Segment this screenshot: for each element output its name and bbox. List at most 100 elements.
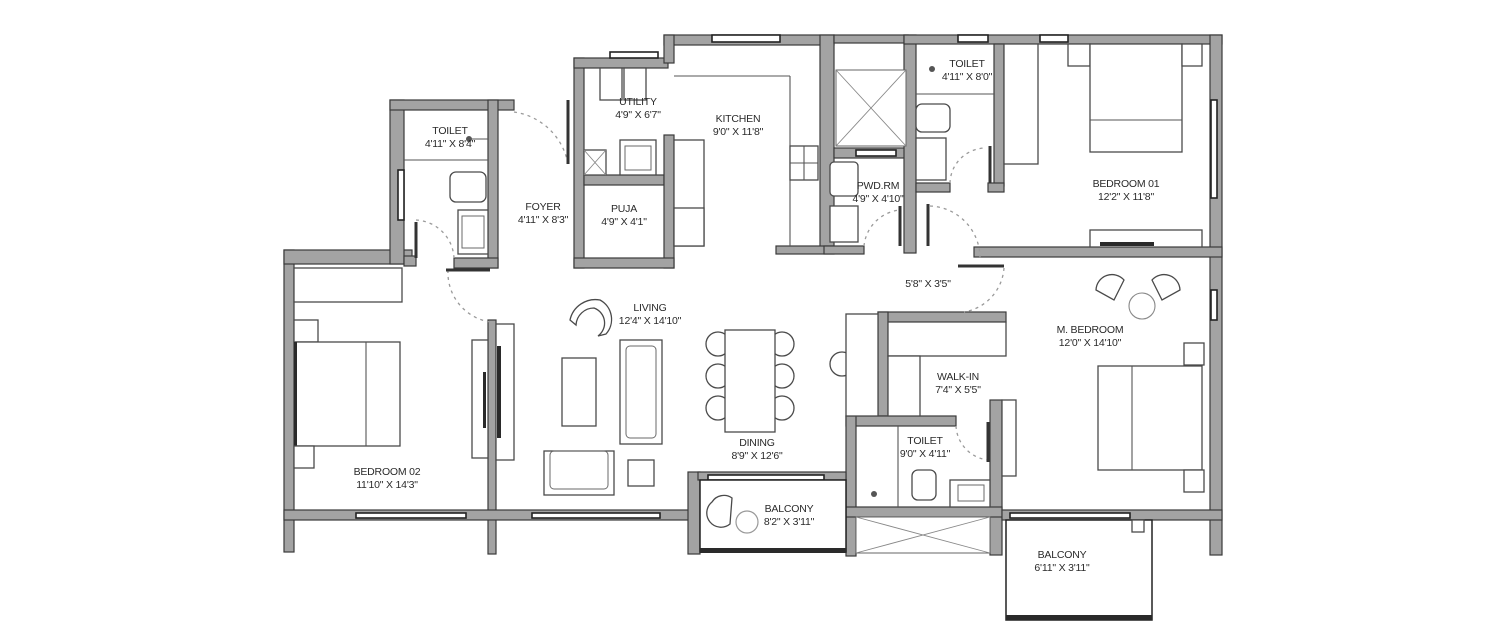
basin-foyer-toilet: [457, 209, 489, 255]
room-name: KITCHEN: [715, 113, 761, 125]
window-living: [531, 512, 661, 519]
window-bed02: [355, 512, 467, 519]
room-label-toilet-master: TOILET 9'0" X 4'11": [899, 435, 951, 461]
balcony-dining-railing: [700, 548, 846, 553]
room-label-pwd-rm: PWD.RM 4'9" X 4'10": [852, 180, 903, 206]
room-label-balcony-master: BALCONY 6'11" X 3'11": [1034, 549, 1089, 575]
wc-master: [911, 469, 937, 501]
window-mbed-side: [1210, 289, 1218, 321]
room-name: PWD.RM: [856, 180, 900, 192]
room-name: TOILET: [907, 435, 943, 447]
room-dimension: 4'11" X 8'3": [517, 214, 569, 226]
room-label-walkin: WALK-IN 7'4" X 5'5": [935, 371, 981, 397]
walkin-wardrobe-top: [887, 321, 1007, 357]
room-dimension: 5'8" X 3'5": [905, 278, 951, 290]
room-label-living: LIVING 12'4" X 14'10": [618, 302, 682, 328]
room-dimension: 4'9" X 4'10": [852, 193, 904, 205]
room-name: M. BEDROOM: [1056, 324, 1124, 336]
window-utility: [609, 51, 659, 59]
wall-balcony-left: [687, 471, 701, 555]
room-dimension: 4'9" X 4'1": [601, 216, 647, 228]
wall-shaft-top: [833, 34, 909, 44]
room-label-bedroom02: BEDROOM 02 11'10" X 14'3": [354, 466, 421, 492]
wall-puja-bottom: [573, 257, 675, 269]
window-toilet-bed01: [957, 34, 989, 43]
coffee-table: [561, 357, 597, 427]
windows: [355, 34, 1218, 519]
room-dimension: 7'4" X 5'5": [935, 384, 981, 396]
window-pwd: [855, 149, 897, 157]
room-name: WALK-IN: [937, 371, 979, 383]
bed-bed01: [1089, 43, 1183, 153]
room-name: BEDROOM 01: [1092, 178, 1160, 190]
side-table-bed02-top: [293, 319, 319, 343]
wall-bed01-bottom: [973, 246, 1223, 258]
side-table-bed01-right: [1181, 43, 1203, 67]
room-name: BEDROOM 02: [353, 466, 421, 478]
tv-unit-bed02: [471, 339, 489, 459]
balcony-master-railing: [1006, 615, 1152, 620]
room-label-passage: 5'8" X 3'5": [905, 278, 951, 291]
window-kitchen: [711, 34, 781, 43]
room-dimension: 12'4" X 14'10": [618, 315, 682, 327]
room-name: BALCONY: [764, 503, 814, 515]
wall-foyer-toilet-bottom-b: [453, 257, 499, 269]
wc-toilet-bed01: [915, 103, 951, 133]
wall-pwd-bottom: [823, 245, 865, 255]
room-name: BALCONY: [1037, 549, 1087, 561]
wall-foyer-toilet-bottom-a: [403, 255, 417, 267]
bed-mbed: [1097, 365, 1203, 471]
side-table-mbed-bottom: [1183, 469, 1205, 493]
wall-toilet-master-left: [845, 415, 857, 557]
wardrobe-bed02: [293, 267, 403, 303]
room-dimension: 9'0" X 11'8": [712, 126, 764, 138]
room-label-toilet-foyer: TOILET 4'11" X 8'4": [425, 125, 476, 151]
dining-set: [705, 329, 795, 433]
side-table-bed02-bottom: [293, 445, 315, 469]
balcony-chair: [706, 494, 733, 528]
wall-toilet-bed01-bottom-a: [915, 182, 951, 193]
room-name: PUJA: [610, 203, 638, 215]
sofa-2-seat: [543, 450, 615, 496]
mbed-wardrobe-side: [1001, 399, 1017, 477]
room-label-foyer: FOYER 4'11" X 8'3": [517, 201, 569, 227]
wall-bedroom02-left: [283, 249, 295, 553]
wall-toilet-master-bottom: [845, 506, 1003, 518]
room-label-m-bedroom: M. BEDROOM 12'0" X 14'10": [1057, 324, 1124, 350]
room-name: FOYER: [525, 201, 561, 213]
room-dimension: 9'0" X 4'11": [899, 448, 951, 460]
room-name: DINING: [739, 437, 775, 449]
balcony-table: [735, 510, 759, 534]
walkin-wardrobe-left: [887, 355, 921, 417]
utility-cabinet-1: [599, 67, 623, 101]
balconies: [699, 479, 1153, 621]
wall-utility-left: [573, 57, 585, 269]
crockery-unit: [845, 313, 879, 417]
kitchen-fridge: [673, 207, 705, 247]
wardrobe-bed01: [1003, 43, 1039, 165]
room-dimension: 8'9" X 12'6": [731, 450, 783, 462]
utility-cabinet-2: [623, 67, 647, 101]
wc-foyer-toilet: [449, 171, 487, 203]
room-label-toilet-bed01: TOILET 4'11" X 8'0": [942, 58, 993, 84]
room-dimension: 4'9" X 6'7": [615, 109, 661, 121]
wall-utility-puja-divider: [583, 174, 665, 186]
mbed-lounge-chairs: [1095, 273, 1181, 320]
room-label-dining: DINING 8'9" X 12'6": [731, 437, 782, 463]
wall-foyer-toilet-right: [487, 99, 499, 269]
room-dimension: 8'2" X 3'11": [763, 516, 815, 528]
wall-toilet-bed01-bottom-b: [987, 182, 1005, 193]
room-name: TOILET: [432, 125, 468, 137]
bed-bed02: [295, 341, 401, 447]
wall-foyer-toilet-top: [389, 99, 515, 111]
balcony-master-outline: [1005, 519, 1153, 621]
wall-kitchen-top-left: [663, 34, 675, 64]
window-mbed-balcony: [1009, 512, 1131, 519]
wall-utility-top: [573, 57, 669, 69]
window-bed01-side: [1210, 99, 1218, 199]
room-label-bedroom01: BEDROOM 01 12'2" X 11'8": [1093, 178, 1160, 204]
wc-pwd: [829, 161, 859, 197]
room-label-kitchen: KITCHEN 9'0" X 11'8": [712, 113, 764, 139]
basin-toilet-bed01: [915, 137, 947, 181]
